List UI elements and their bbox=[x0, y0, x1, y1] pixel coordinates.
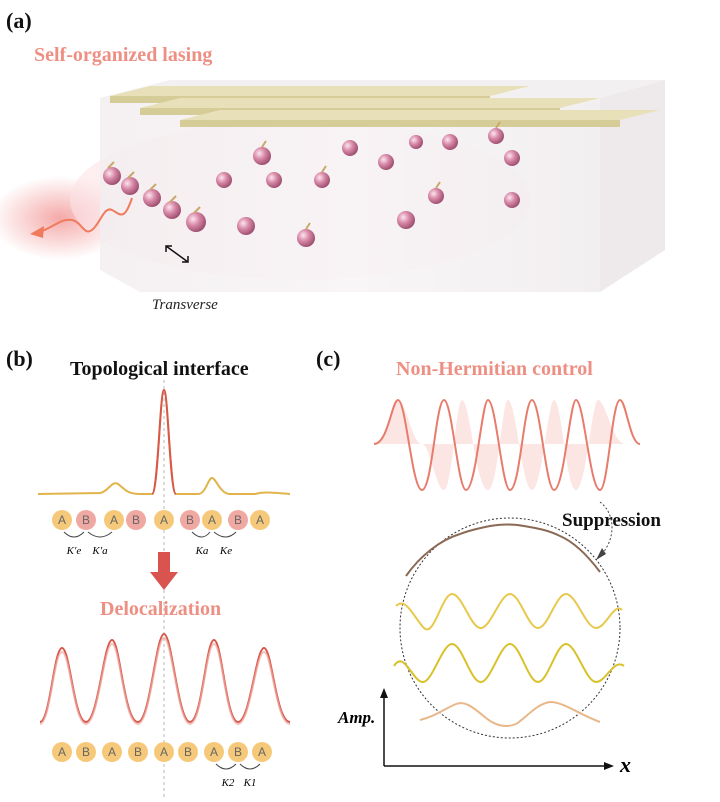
delocalization-label: Delocalization bbox=[100, 598, 222, 620]
ridges bbox=[110, 86, 660, 127]
x-axis-label: x bbox=[620, 752, 631, 777]
panel-c-diagram bbox=[373, 398, 641, 770]
coupling-ke: Ke bbox=[219, 545, 232, 557]
laser-waveguide-illustration bbox=[0, 80, 665, 292]
top-site-2: A bbox=[110, 513, 118, 527]
panel-b-diagram: A B A B A B A B A K′e K′a Ka Ke A bbox=[37, 380, 291, 800]
coupling-ke-prime: K′e bbox=[66, 545, 82, 557]
panel-a-title: Self-organized lasing bbox=[34, 44, 213, 66]
bottom-site-2: A bbox=[108, 745, 116, 759]
top-site-0: A bbox=[58, 513, 66, 527]
detail-circle bbox=[399, 517, 621, 739]
bottom-site-chain bbox=[52, 742, 272, 762]
yellow-curve-1 bbox=[395, 592, 623, 631]
y-axis-label: Amp. bbox=[338, 708, 376, 727]
non-hermitian-shading bbox=[374, 400, 626, 490]
top-site-chain bbox=[52, 510, 270, 530]
coupling-ka: Ka bbox=[195, 545, 209, 557]
beige-curve bbox=[419, 700, 601, 727]
panel-a-label: (a) bbox=[6, 8, 32, 33]
top-site-4: A bbox=[160, 513, 168, 527]
bottom-site-1: B bbox=[82, 745, 90, 759]
panel-b-title: Topological interface bbox=[70, 358, 249, 380]
top-site-letters: A B A B A B A B A bbox=[58, 513, 264, 527]
bottom-coupling-arcs bbox=[215, 763, 261, 770]
bottom-site-4: A bbox=[160, 745, 168, 759]
bottom-site-5: B bbox=[184, 745, 192, 759]
non-hermitian-wave bbox=[373, 398, 641, 492]
panel-c-title: Non-Hermitian control bbox=[396, 358, 593, 380]
emitted-wave bbox=[39, 197, 133, 233]
bottom-site-3: B bbox=[134, 745, 142, 759]
top-site-1: B bbox=[82, 513, 90, 527]
top-site-5: B bbox=[186, 513, 194, 527]
atoms bbox=[103, 128, 520, 247]
suppression-arrow bbox=[599, 501, 613, 557]
bottom-site-letters: A B A B A B A B A bbox=[58, 745, 266, 759]
transition-arrow bbox=[150, 552, 178, 590]
suppression-label: Suppression bbox=[562, 510, 661, 531]
bottom-site-6: A bbox=[210, 745, 218, 759]
top-site-8: A bbox=[256, 513, 264, 527]
top-site-3: B bbox=[132, 513, 140, 527]
transverse-arrow bbox=[165, 245, 189, 263]
coupling-ka-prime: K′a bbox=[91, 545, 108, 557]
bottom-site-0: A bbox=[58, 745, 66, 759]
emitted-wave-arrowhead bbox=[30, 226, 44, 238]
coupling-k1: K1 bbox=[243, 777, 257, 789]
coupling-k2: K2 bbox=[221, 777, 235, 789]
bottom-site-8: A bbox=[258, 745, 266, 759]
transverse-label: Transverse bbox=[152, 297, 218, 313]
panel-b-label: (b) bbox=[6, 346, 33, 371]
panel-c-label: (c) bbox=[316, 346, 341, 371]
waveguide-side bbox=[600, 80, 665, 292]
waveguide-front bbox=[100, 98, 600, 292]
yellow-curve-2 bbox=[393, 642, 625, 684]
bottom-site-7: B bbox=[234, 745, 242, 759]
top-coupling-arcs bbox=[63, 531, 237, 538]
top-site-6: A bbox=[208, 513, 216, 527]
spin-arrows bbox=[107, 121, 501, 230]
top-site-7: B bbox=[234, 513, 242, 527]
brown-curve bbox=[405, 523, 601, 577]
